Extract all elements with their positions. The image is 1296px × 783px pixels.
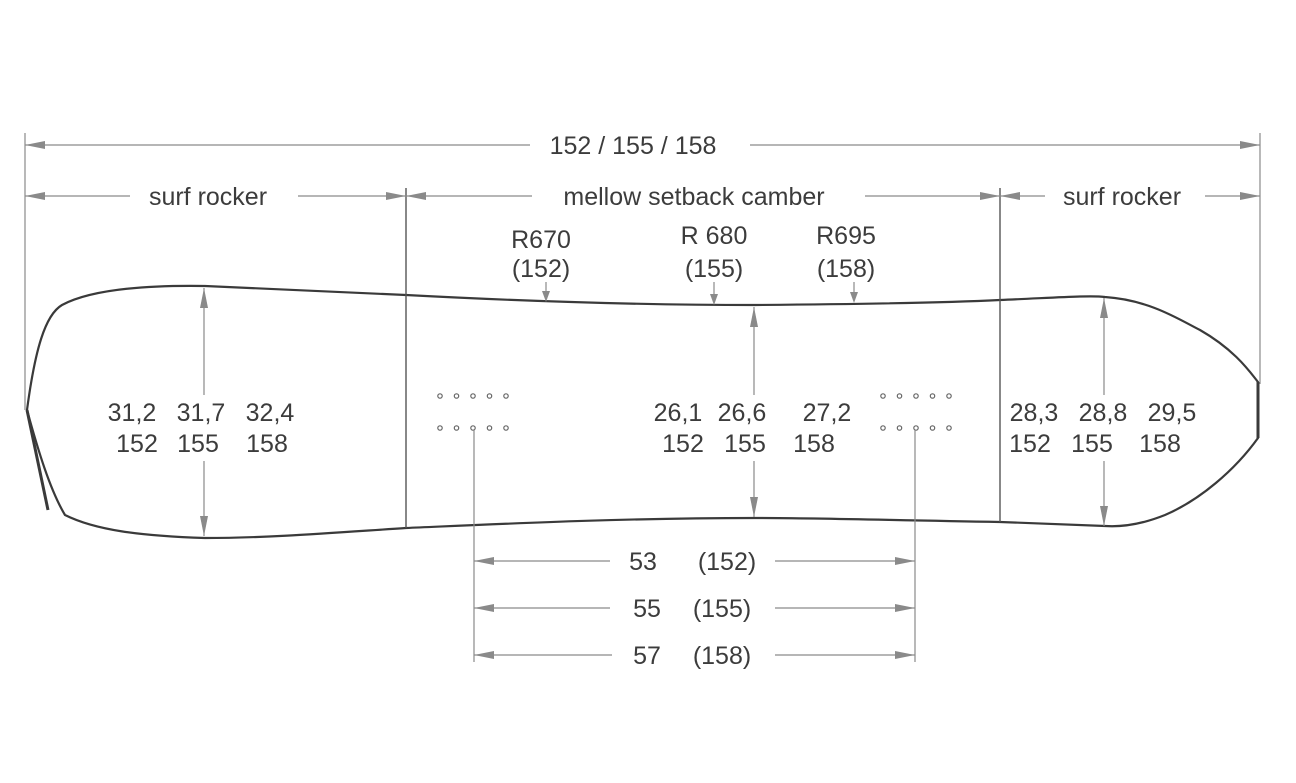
nose-tip-edge — [25, 409, 50, 511]
arrow-head — [750, 497, 758, 517]
insert-hole — [437, 425, 443, 431]
tail-width-value: 29,5 — [1148, 399, 1197, 427]
waist-width-value: 27,2 — [803, 399, 852, 427]
arrow-head — [850, 292, 858, 303]
arrow-head — [474, 651, 494, 659]
stance-value: 55 — [633, 595, 661, 623]
insert-hole — [486, 393, 493, 399]
insert-hole — [946, 425, 952, 431]
arrow-head — [895, 651, 915, 659]
sidecut-radius-label: R695 — [816, 222, 876, 250]
sidecut-radius-label: R670 — [511, 226, 571, 254]
insert-hole — [437, 393, 443, 399]
insert-hole — [896, 393, 903, 399]
insert-hole — [896, 425, 903, 431]
tail-width-size: 158 — [1139, 430, 1181, 458]
nose-width-label-bg — [100, 395, 310, 461]
waist-width-size: 155 — [724, 430, 766, 458]
arrow-head — [895, 604, 915, 612]
insert-hole — [929, 393, 936, 399]
insert-hole — [946, 393, 952, 399]
arrow-head — [895, 557, 915, 565]
stance-value: 57 — [633, 642, 661, 670]
tail-width-value: 28,8 — [1079, 399, 1128, 427]
tail-width-value: 28,3 — [1010, 399, 1059, 427]
arrow-head — [474, 557, 494, 565]
tail-width-size: 152 — [1009, 430, 1051, 458]
nose-width-size: 152 — [116, 430, 158, 458]
arrow-head — [710, 294, 718, 305]
nose-zone-label: surf rocker — [149, 183, 267, 211]
nose-width-value: 32,4 — [246, 399, 295, 427]
arrow-head — [200, 516, 208, 536]
nose-width-size: 155 — [177, 430, 219, 458]
binding-insert-holes — [437, 393, 952, 431]
arrow-head — [1100, 506, 1108, 526]
waist-width-size: 152 — [662, 430, 704, 458]
insert-hole — [470, 393, 476, 399]
arrow-head — [1000, 192, 1020, 200]
insert-hole — [913, 425, 919, 431]
arrow-head — [25, 192, 45, 200]
sidecut-radius-label: R 680 — [681, 222, 748, 250]
stance-size: (158) — [693, 642, 751, 670]
insert-hole — [470, 425, 476, 431]
stance-value: 53 — [629, 548, 657, 576]
tail-width-size: 155 — [1071, 430, 1113, 458]
waist-width-label-bg — [645, 395, 865, 461]
arrow-head — [1240, 192, 1260, 200]
tail-zone-label: surf rocker — [1063, 183, 1181, 211]
insert-hole — [913, 393, 919, 399]
arrow-head — [750, 307, 758, 327]
arrow-head — [386, 192, 406, 200]
arrow-head — [200, 288, 208, 308]
sidecut-size-label: (152) — [512, 255, 570, 283]
stance-size: (155) — [693, 595, 751, 623]
insert-hole — [503, 425, 509, 431]
nose-width-value: 31,7 — [177, 399, 226, 427]
stance-size: (152) — [698, 548, 756, 576]
insert-hole — [880, 393, 886, 399]
insert-hole — [453, 393, 460, 399]
insert-hole — [503, 393, 509, 399]
overall-length-label: 152 / 155 / 158 — [550, 132, 717, 160]
nose-width-size: 158 — [246, 430, 288, 458]
arrow-head — [25, 141, 45, 149]
insert-hole — [453, 425, 460, 431]
arrow-head — [980, 192, 1000, 200]
sidecut-size-label: (158) — [817, 255, 875, 283]
sidecut-size-label: (155) — [685, 255, 743, 283]
nose-width-value: 31,2 — [108, 399, 157, 427]
insert-hole — [929, 425, 936, 431]
arrow-head — [474, 604, 494, 612]
arrow-head — [1240, 141, 1260, 149]
waist-width-size: 158 — [793, 430, 835, 458]
waist-width-value: 26,6 — [718, 399, 767, 427]
arrow-head — [406, 192, 426, 200]
arrow-head — [1100, 298, 1108, 318]
insert-hole — [880, 425, 886, 431]
arrow-head — [542, 291, 550, 302]
insert-hole — [486, 425, 493, 431]
waist-width-value: 26,1 — [654, 399, 703, 427]
tail-width-label-bg — [1003, 395, 1203, 461]
center-zone-label: mellow setback camber — [563, 183, 824, 211]
